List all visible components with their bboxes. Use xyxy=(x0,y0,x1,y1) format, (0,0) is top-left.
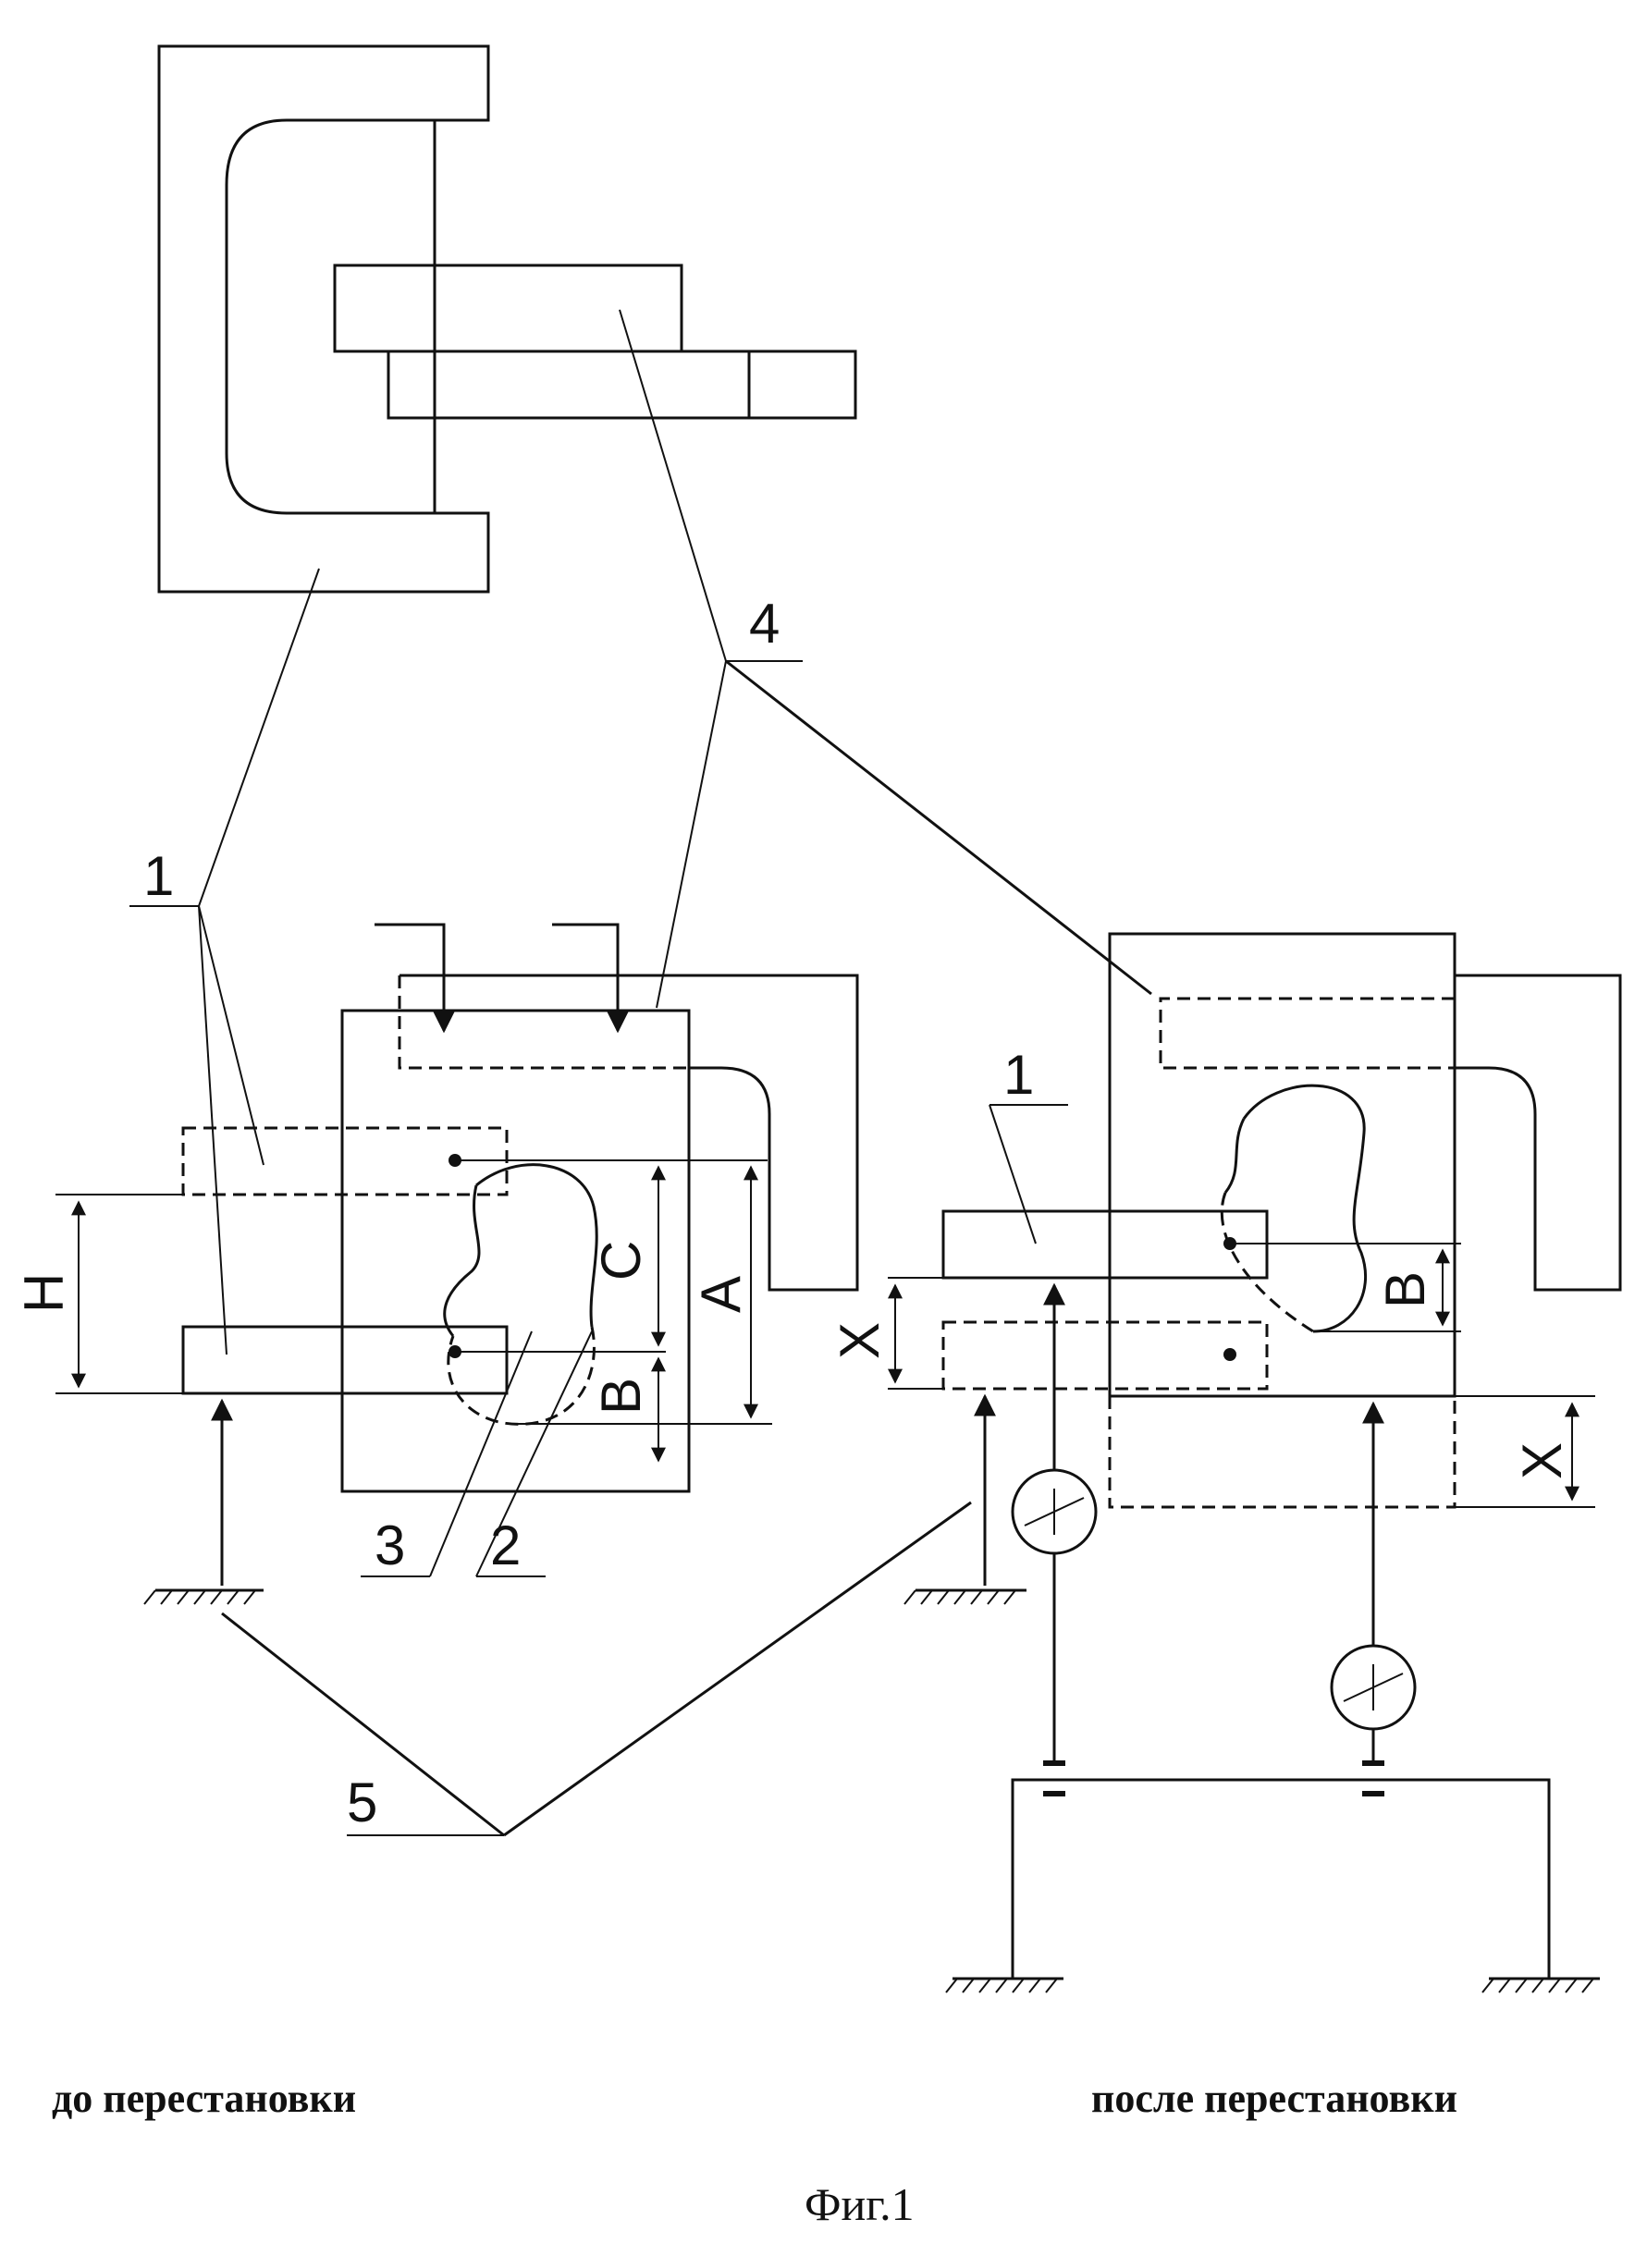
label-part-3: 3 xyxy=(375,1514,405,1576)
caption-after: после перестановки xyxy=(1091,2075,1457,2122)
caption-before: до перестановки xyxy=(52,2075,356,2122)
left-assembly xyxy=(55,925,857,1604)
leader-lines xyxy=(129,310,1151,1835)
dim-label-a: A xyxy=(690,1276,752,1313)
top-c-frame xyxy=(159,46,855,592)
label-part-1-left: 1 xyxy=(143,845,174,907)
labels: 1 1 2 3 4 5 H C A B B X X xyxy=(13,593,1573,1833)
dim-label-b-right: B xyxy=(1374,1271,1436,1308)
label-part-4: 4 xyxy=(749,593,780,655)
label-part-5: 5 xyxy=(347,1771,377,1833)
dim-label-x-right: X xyxy=(1511,1442,1573,1479)
figure-caption: Фиг.1 xyxy=(805,2177,915,2231)
label-part-1-right: 1 xyxy=(1003,1044,1034,1106)
dim-label-x-left: X xyxy=(829,1322,891,1359)
dim-label-c: C xyxy=(590,1241,652,1281)
dim-label-h: H xyxy=(13,1273,75,1313)
label-part-2: 2 xyxy=(490,1514,521,1576)
dim-label-b-left: B xyxy=(590,1378,652,1415)
